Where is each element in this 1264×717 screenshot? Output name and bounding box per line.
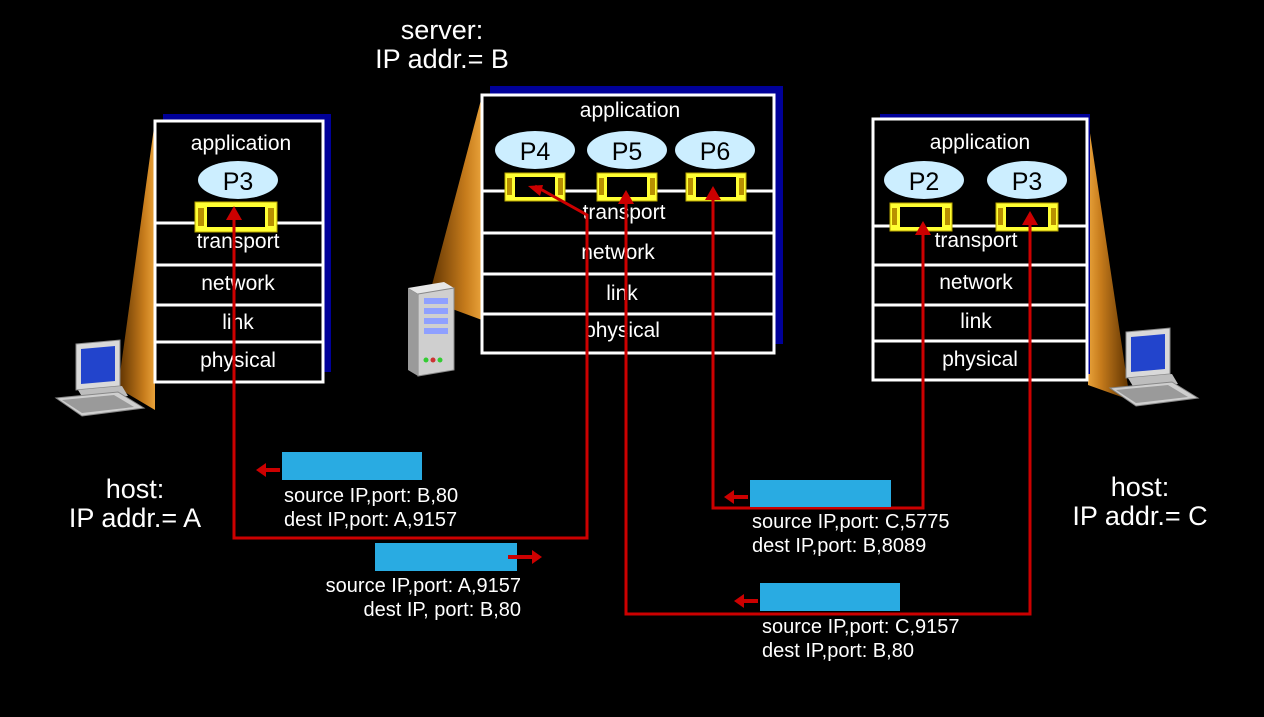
path-a-to-server — [232, 184, 589, 540]
segment-c-9157-to-b — [734, 583, 900, 611]
host-c-process-p3-label: P3 — [1012, 168, 1043, 196]
host-a-process-p3-label: P3 — [223, 168, 254, 196]
server-process-p4 — [495, 131, 575, 169]
host-c-layer-link: link — [960, 310, 992, 333]
desktop-computer-icon — [54, 339, 146, 417]
host-c-title: host: IP addr.= C — [1060, 473, 1220, 531]
server-title: server: IP addr.= B — [362, 16, 522, 74]
path-arrowheads — [226, 185, 1038, 235]
host-a-layer-link: link — [222, 311, 254, 334]
host-c-title-line1: host: — [1110, 472, 1170, 502]
server-layer-physical: physical — [584, 319, 660, 342]
server-cone — [428, 96, 482, 320]
host-c-title-line2: IP addr.= C — [1072, 501, 1208, 531]
segment-b-to-a-label: source IP,port: B,80 dest IP,port: A,915… — [284, 484, 458, 532]
segment-c-9157-dest: dest IP,port: B,80 — [762, 640, 914, 662]
segment-c-5775-dest: dest IP,port: B,8089 — [752, 535, 927, 557]
path-c-p3-to-server — [624, 194, 1032, 616]
arrowhead-server-p6 — [705, 186, 721, 200]
packet-paths — [232, 184, 1032, 616]
segment-a-to-b-dest: dest IP, port: B,80 — [363, 599, 521, 621]
host-a-layer-transport: transport — [197, 230, 280, 253]
arrowhead-server-p4 — [528, 185, 543, 196]
host-a-layer-application: application — [191, 132, 291, 155]
host-c-socket-p2 — [889, 202, 953, 232]
path-c-p2-to-server — [711, 190, 925, 510]
server-process-p4-label: P4 — [520, 138, 551, 166]
segment-a-to-b-label: source IP,port: A,9157 dest IP, port: B,… — [290, 574, 521, 622]
host-c-process-p2-label: P2 — [909, 168, 940, 196]
segment-a-to-b — [375, 543, 542, 571]
server-tower-icon — [408, 282, 455, 377]
server-stack: application P4 P5 P6 transport network l… — [428, 86, 783, 355]
host-a-stack: application P3 transport network link ph… — [118, 114, 331, 410]
server-process-p6-label: P6 — [700, 138, 731, 166]
host-c-process-p3 — [987, 161, 1067, 199]
host-c-layer-application: application — [930, 131, 1030, 154]
segment-c-9157-source: source IP,port: C,9157 — [762, 616, 960, 638]
segment-b-to-a-source: source IP,port: B,80 — [284, 485, 459, 507]
server-process-p5 — [587, 131, 667, 169]
host-c-process-p2 — [884, 161, 964, 199]
server-layer-network: network — [581, 241, 655, 264]
segment-a-to-b-source: source IP,port: A,9157 — [325, 575, 521, 597]
server-title-line1: server: — [400, 15, 484, 45]
segment-b-to-a-dest: dest IP,port: A,9157 — [284, 509, 458, 531]
server-process-p6 — [675, 131, 755, 169]
host-c-stack: application P2 P3 transport network link… — [871, 114, 1130, 400]
server-title-line2: IP addr.= B — [375, 44, 509, 74]
segment-c-5775-to-b — [724, 480, 891, 507]
host-c-layer-network: network — [939, 271, 1013, 294]
arrowhead-host-c-p3 — [1022, 211, 1038, 225]
arrowhead-server-p5 — [618, 190, 634, 204]
arrowhead-host-c-p2 — [915, 221, 931, 235]
host-a-layer-network: network — [201, 272, 275, 295]
server-socket-p6 — [685, 172, 747, 202]
host-a-title: host: IP addr.= A — [55, 475, 215, 533]
host-a-title-line2: IP addr.= A — [68, 503, 202, 533]
host-c-layer-physical: physical — [942, 348, 1018, 371]
host-a-layer-physical: physical — [200, 349, 276, 372]
segment-c-5775-label: source IP,port: C,5775 dest IP,port: B,8… — [752, 510, 950, 558]
host-a-cone — [118, 120, 155, 410]
server-layer-application: application — [580, 99, 680, 122]
server-process-p5-label: P5 — [612, 138, 643, 166]
host-c-layer-transport: transport — [935, 229, 1018, 252]
host-a-title-line1: host: — [105, 474, 165, 504]
host-c-cone — [1088, 120, 1130, 400]
segment-b-to-a — [256, 452, 422, 480]
server-layer-link: link — [606, 282, 638, 305]
segment-c-5775-source: source IP,port: C,5775 — [752, 511, 950, 533]
desktop-computer-icon — [1108, 327, 1200, 407]
segment-c-9157-label: source IP,port: C,9157 dest IP,port: B,8… — [762, 615, 960, 663]
server-layer-transport: transport — [583, 201, 666, 224]
arrowhead-host-a — [226, 206, 242, 220]
host-a-process-p3 — [198, 161, 278, 199]
